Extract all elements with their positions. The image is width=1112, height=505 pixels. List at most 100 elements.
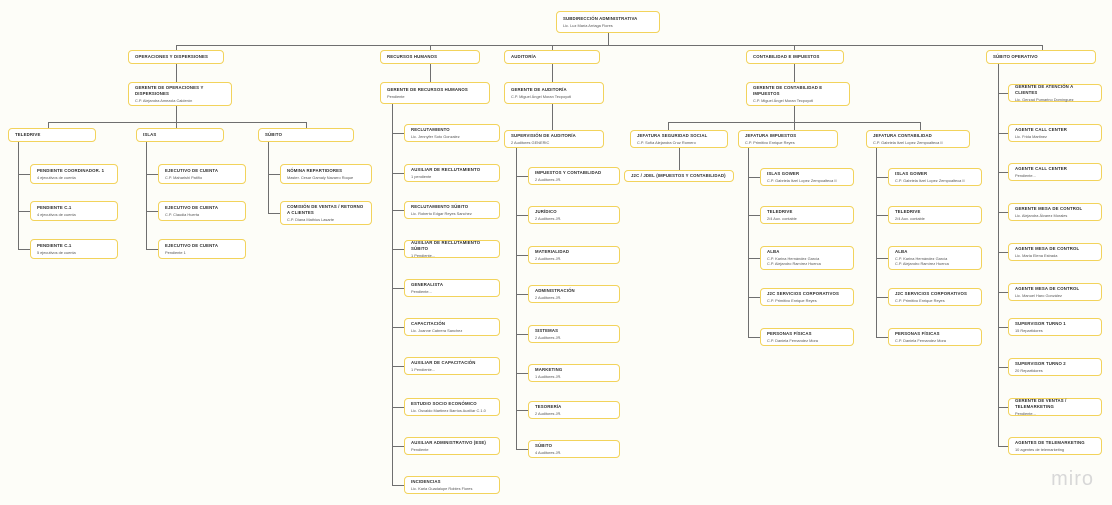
node-title: GERENTE DE OPERACIONES Y DISPERSIONES — [135, 85, 204, 96]
node-title: Pendiente C.1 — [37, 242, 72, 248]
op-item-0-2[interactable]: Pendiente C.15 ejecutivos de cuenta — [30, 239, 118, 259]
node-subtitle: 4 ejecutivos de cuenta — [37, 211, 76, 217]
node-subtitle: C.P. Miguel Ángel Moran Tecpoyotl — [511, 93, 572, 99]
connector-horizontal — [392, 133, 404, 134]
node-title: Pendiente C.1 — [37, 204, 72, 210]
op-item-0-0[interactable]: Pendiente Coordinador. 14 ejecutivos de … — [30, 164, 118, 184]
node-subtitle: C.P. Diana Mathius Lasarte — [287, 216, 335, 222]
connector-vertical — [1042, 45, 1043, 53]
node-title: AGENTE CALL CENTER — [1015, 126, 1068, 132]
node-title: RECLUTAMIENTO — [411, 126, 450, 132]
op-group-1[interactable]: ISLAS — [136, 128, 224, 142]
division-header-4[interactable]: SÚBITO OPERATIVO — [986, 50, 1096, 64]
division-header-2[interactable]: AUDITORÍA — [504, 50, 600, 64]
connector-horizontal — [146, 174, 158, 175]
node-title: CONTABILIDAD E IMPUESTOS — [753, 54, 820, 60]
connector-vertical — [430, 45, 431, 53]
connector-horizontal — [998, 252, 1008, 253]
division-header-3[interactable]: CONTABILIDAD E IMPUESTOS — [746, 50, 844, 64]
op-group-0[interactable]: TELEDRIVE — [8, 128, 96, 142]
node-subtitle: 2 Auditores JR. — [535, 215, 562, 221]
jefatura-0-item-0[interactable]: J2C / JDEL (IMPUESTOS Y CONTABILIDAD) — [624, 170, 734, 182]
connector-vertical — [668, 122, 669, 130]
division-header-1[interactable]: RECURSOS HUMANOS — [380, 50, 480, 64]
connector-vertical — [876, 148, 877, 337]
connector-horizontal — [48, 122, 306, 123]
node-title: INCIDENCIAS — [411, 478, 441, 484]
node-subtitle: Pendiente 1 — [165, 249, 186, 255]
connector-horizontal — [392, 485, 404, 486]
rh-item-8[interactable]: AUXILIAR ADMINISTRATIVO (ESE)Pendiente — [404, 437, 500, 455]
connector-horizontal — [998, 407, 1008, 408]
connector-vertical — [748, 148, 749, 337]
node-title: GERENTE DE RECURSOS HUMANOS — [387, 86, 468, 92]
connector-horizontal — [998, 292, 1008, 293]
node-subtitle-second: C.P. Alejandro Ramírez Huerca — [895, 261, 949, 267]
connector-vertical — [998, 64, 999, 446]
connector-horizontal — [392, 407, 404, 408]
connector-vertical — [306, 122, 307, 128]
division-header-0[interactable]: OPERACIONES Y DISPERSIONES — [128, 50, 224, 64]
node-title: SUBDIRECCIÓN ADMINISTRATIVA — [563, 15, 638, 21]
node-subtitle: Pendiente... — [1015, 410, 1036, 416]
op-item-0-1[interactable]: Pendiente C.14 ejecutivos de cuenta — [30, 201, 118, 221]
node-subtitle: C.P. Gabriela Itzel Lopez Zempoalteca II — [767, 177, 837, 183]
node-title: EJECUTIVO DE CUENTA — [165, 167, 219, 173]
node-title: JEFATURA IMPUESTOS — [745, 132, 797, 138]
op-group-2[interactable]: SÚBITO — [258, 128, 354, 142]
connector-horizontal — [876, 337, 888, 338]
connector-horizontal — [998, 133, 1008, 134]
